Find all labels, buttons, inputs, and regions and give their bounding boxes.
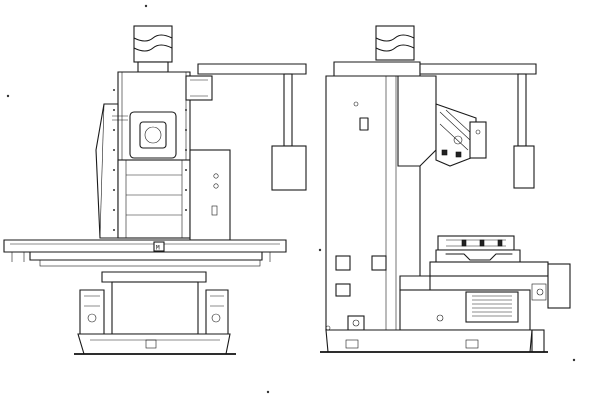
side-table: [429, 235, 571, 309]
front-control-cabinet: [189, 149, 231, 241]
datum-dots: [6, 4, 576, 394]
side-ram-head: [397, 75, 487, 167]
front-spindle-motor: [133, 25, 173, 73]
side-view: [320, 25, 571, 353]
front-pendant-arm: [197, 63, 307, 191]
front-base: [74, 271, 236, 355]
table-mark: M: [156, 245, 160, 252]
front-view: M: [3, 25, 307, 355]
side-base: [320, 275, 548, 353]
side-pendant-arm: [419, 63, 537, 189]
front-head-housing: [95, 71, 213, 239]
front-column: [113, 89, 191, 239]
front-table: M: [3, 239, 287, 267]
